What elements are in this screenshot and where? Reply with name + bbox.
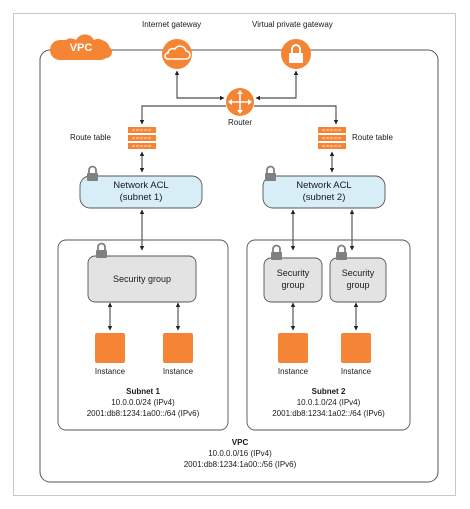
internet-gateway-label: Internet gateway: [142, 20, 202, 29]
instance-label: Instance: [162, 367, 194, 376]
network-acl-1-title: Network ACL: [113, 180, 169, 191]
padlock-icon: [336, 244, 347, 260]
router-icon: [228, 90, 252, 114]
network-acl-subnet1: [79, 175, 203, 209]
instance-icon: [341, 333, 371, 363]
route-table-label-1: Route table: [70, 133, 111, 142]
router-label: Router: [227, 118, 252, 127]
subnet1-ipv4: 10.0.0.0/24 (IPv4): [111, 398, 175, 407]
network-acl-subnet2: [262, 175, 386, 209]
subnet1-title: Subnet 1: [126, 387, 160, 396]
padlock-icon: [96, 242, 107, 258]
security-group-2b-line1: Security: [341, 268, 375, 278]
network-acl-2-subtitle: (subnet 2): [302, 192, 346, 203]
subnet2-container: [246, 239, 411, 431]
security-group-2a-line2: group: [281, 280, 305, 290]
vgw-router-link: [255, 70, 299, 101]
router-rt2-link: [254, 105, 339, 125]
security-group-subnet2-b: [329, 257, 387, 303]
route-table-icon: [318, 127, 346, 149]
subnet1-ipv6: 2001:db8:1234:1a00::/64 (IPv6): [86, 409, 200, 418]
internet-gateway-node: [162, 39, 192, 69]
instance-icon: [163, 333, 193, 363]
network-acl-2-title: Network ACL: [296, 180, 352, 191]
padlock-icon: [87, 165, 98, 181]
instance-label: Instance: [277, 367, 309, 376]
instance-icon: [278, 333, 308, 363]
virtual-private-gateway-label: Virtual private gateway: [252, 20, 333, 29]
security-group-2b-line2: group: [346, 280, 370, 290]
igw-router-link: [174, 70, 225, 101]
subnet2-ipv4: 10.0.1.0/24 (IPv4): [296, 398, 361, 407]
instance-label: Instance: [94, 367, 126, 376]
vpc-cloud-badge: [50, 34, 112, 60]
vpc-container: [39, 49, 439, 483]
router-rt1-link: [139, 105, 226, 125]
padlock-icon: [271, 244, 282, 260]
router-node: [226, 88, 254, 116]
security-group-2a-line1: Security: [276, 268, 310, 278]
security-group-1-label: Security group: [112, 274, 172, 284]
route-table-icon: [128, 127, 156, 149]
instance-icon: [95, 333, 125, 363]
security-group-subnet1: [87, 255, 197, 303]
route-table-label-2: Route table: [352, 133, 393, 142]
subnet1-container: [57, 239, 229, 431]
lock-icon: [289, 44, 303, 63]
vpc-ipv6: 2001:db8:1234:1a00::/56 (IPv6): [183, 460, 297, 469]
security-group-subnet2-a: [263, 257, 323, 303]
network-acl-1-subtitle: (subnet 1): [119, 192, 163, 203]
vpc-ipv4: 10.0.0.0/16 (IPv4): [208, 449, 272, 458]
vpc-badge-label: VPC: [69, 42, 93, 54]
vpc-title: VPC: [231, 438, 249, 447]
subnet2-title: Subnet 2: [311, 387, 346, 396]
cloud-icon: [164, 45, 191, 60]
instance-label: Instance: [340, 367, 372, 376]
virtual-private-gateway-node: [281, 39, 311, 69]
padlock-icon: [265, 165, 276, 181]
subnet2-ipv6: 2001:db8:1234:1a02::/64 (IPv6): [272, 409, 385, 418]
